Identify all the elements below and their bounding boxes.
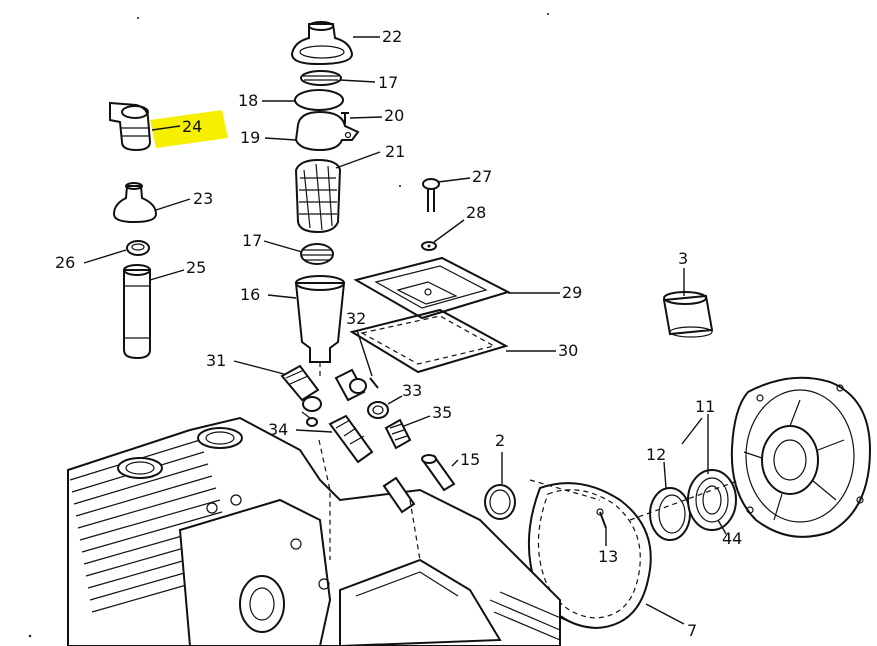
- callout-17-lower: 17: [242, 231, 262, 250]
- part-22-cover: [290, 21, 354, 66]
- callout-22: 22: [382, 27, 402, 46]
- callout-26: 26: [55, 253, 75, 272]
- callout-16: 16: [240, 285, 260, 304]
- callout-18: 18: [238, 91, 258, 110]
- part-15-pin: [421, 454, 456, 492]
- compressor-block: [67, 416, 571, 646]
- leader-lines: [83, 36, 727, 625]
- callout-24-highlight: [150, 110, 228, 148]
- callout-21: 21: [385, 142, 405, 161]
- part-19-housing: [294, 110, 360, 152]
- callout-12: 12: [646, 445, 666, 464]
- callout-28: 28: [466, 203, 486, 222]
- part-29-cover-plate: [353, 256, 511, 320]
- part-7-gasket: [527, 482, 652, 630]
- part-21-filter: [294, 158, 342, 234]
- callout-33: 33: [402, 381, 422, 400]
- part-17-lower-spring: [300, 243, 334, 265]
- part-11-bearing: [687, 469, 737, 531]
- callout-20: 20: [384, 106, 404, 125]
- scan-speck: [137, 17, 139, 19]
- part-12-seal: [649, 487, 691, 541]
- part-33-nut: [367, 401, 389, 419]
- part-20-screw: [341, 112, 349, 124]
- callout-34: 34: [268, 420, 288, 439]
- part-31-fitting: [280, 364, 322, 412]
- callout-7: 7: [687, 621, 697, 640]
- part-18-disc: [294, 89, 344, 111]
- callout-17-upper: 17: [378, 73, 398, 92]
- part-27-bolt: [422, 178, 440, 212]
- part-35-fitting: [384, 418, 412, 450]
- callout-19: 19: [240, 128, 260, 147]
- callout-44: 44: [722, 529, 742, 548]
- callout-2: 2: [495, 431, 505, 450]
- part-34-valve: [301, 411, 374, 464]
- part-30-gasket: [349, 308, 509, 374]
- callout-29: 29: [562, 283, 582, 302]
- assembly-center-lines: [318, 362, 741, 561]
- part-28-washer: [421, 241, 437, 251]
- bearing-housing: [730, 376, 872, 538]
- part-3-bushing: [662, 291, 714, 338]
- callout-31: 31: [206, 351, 226, 370]
- callout-13: 13: [598, 547, 618, 566]
- part-2-plug: [484, 484, 516, 520]
- scan-speck: [399, 185, 401, 187]
- part-32-valve-body: [334, 368, 379, 402]
- callout-3: 3: [678, 249, 688, 268]
- part-25-tube: [123, 264, 151, 360]
- scan-speck: [547, 13, 549, 15]
- callout-27: 27: [472, 167, 492, 186]
- callout-24: 24: [182, 117, 202, 136]
- callout-11: 11: [695, 397, 715, 416]
- callout-23: 23: [193, 189, 213, 208]
- part-16-cup: [294, 275, 346, 363]
- part-17-upper-spring: [300, 70, 342, 86]
- part-26-ring: [126, 240, 150, 256]
- callout-35: 35: [432, 403, 452, 422]
- part-13-screw: [596, 508, 607, 529]
- scan-speck: [28, 634, 32, 638]
- part-23-cap: [112, 182, 158, 224]
- callout-15: 15: [460, 450, 480, 469]
- callout-30: 30: [558, 341, 578, 360]
- part-24-elbow: [109, 101, 152, 152]
- callout-25: 25: [186, 258, 206, 277]
- callout-32: 32: [346, 309, 366, 328]
